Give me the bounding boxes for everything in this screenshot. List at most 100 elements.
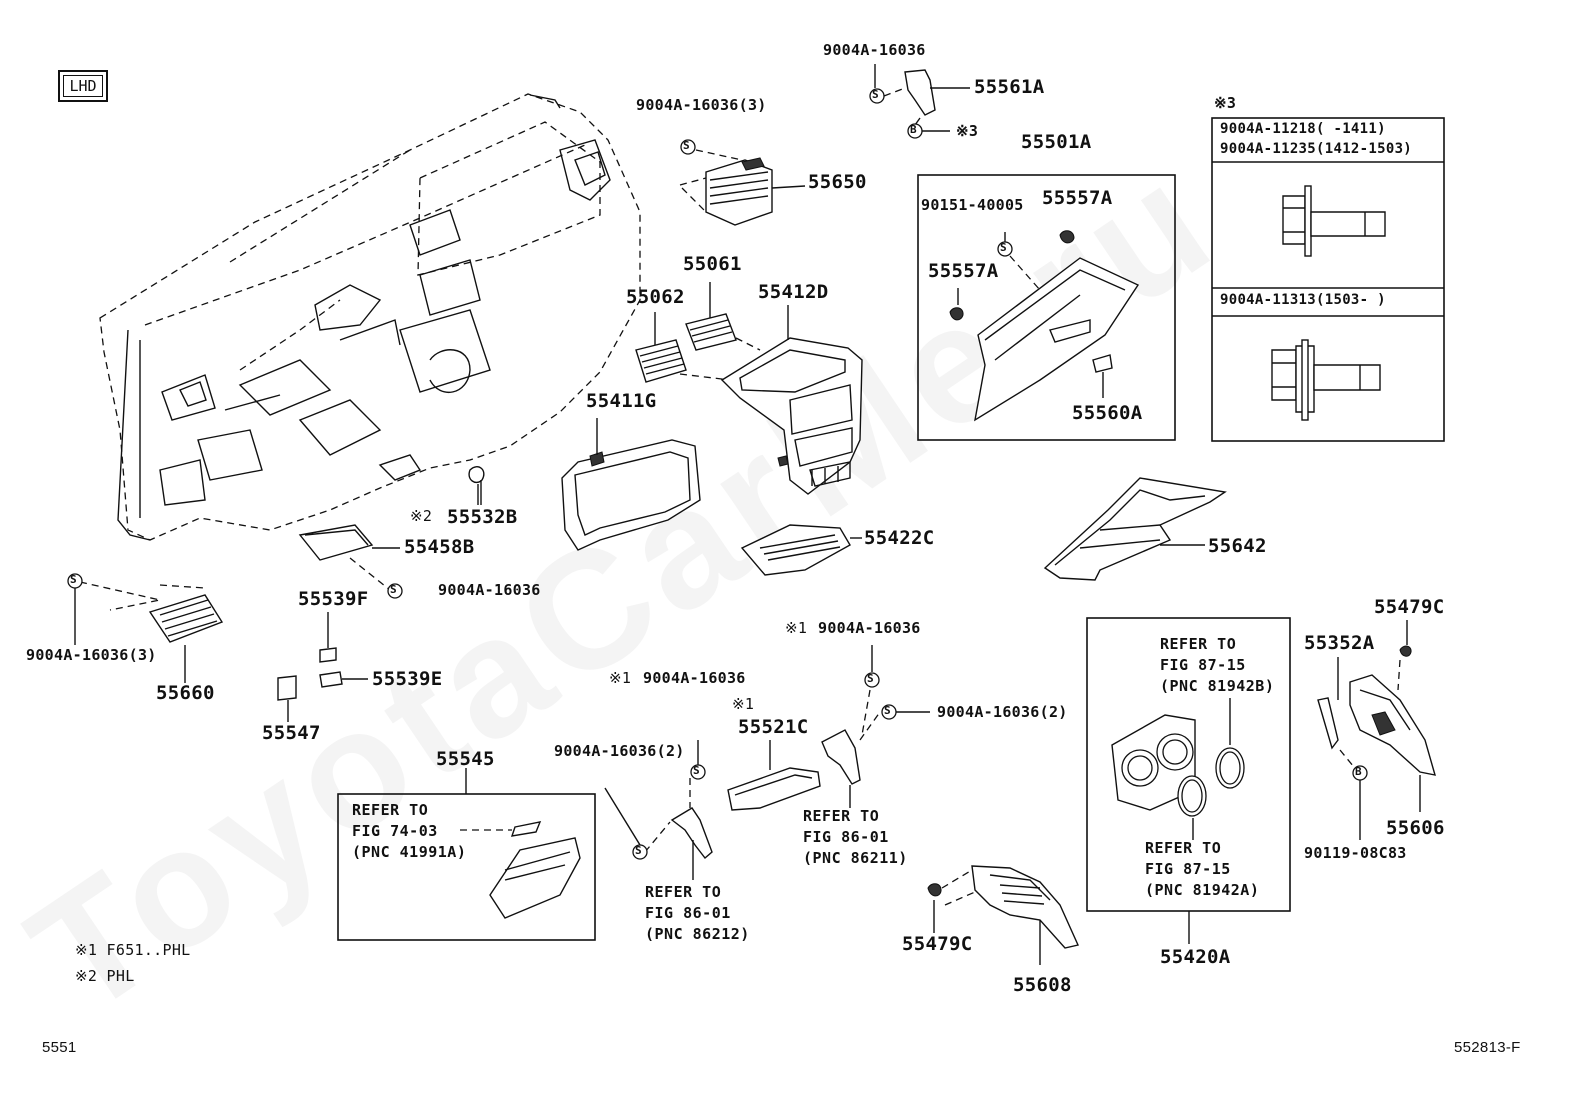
- fastener-label: 9004A-16036(2): [937, 703, 1068, 721]
- screw-symbol-55458B: [387, 583, 403, 599]
- s-symbol-letter: S: [872, 88, 879, 101]
- part-label: 55539F: [298, 588, 369, 610]
- bolt-table-row2: 9004A-11313(1503- ): [1220, 292, 1386, 308]
- part-label: 55557A: [928, 260, 999, 282]
- cluster-55420A: [1111, 698, 1245, 944]
- reference-note-55545: REFER TO FIG 74-03 (PNC 41991A): [352, 801, 467, 861]
- part-label: 55642: [1208, 535, 1267, 557]
- part-label: 55412D: [758, 281, 829, 303]
- screw-symbol-mid-left: [632, 844, 648, 860]
- glovebox-group-box: [917, 174, 1176, 441]
- screw-symbol-55660: [67, 573, 83, 589]
- reference-note-86211: REFER TO FIG 86-01 (PNC 86211): [803, 807, 908, 867]
- mark-label: ※2: [410, 507, 433, 525]
- s-symbol-letter: S: [70, 573, 77, 586]
- mark-label: ※3: [956, 122, 979, 140]
- footnote-1: ※1 F651..PHL: [75, 941, 191, 959]
- bracket-86211: [821, 645, 881, 808]
- part-label: 55545: [436, 748, 495, 770]
- mark-label: ※1: [609, 669, 632, 687]
- fastener-label: 90151-40005: [921, 196, 1024, 214]
- part-label: 55606: [1386, 817, 1445, 839]
- center-panel-55412D: [720, 305, 863, 495]
- mark-label: ※3: [1214, 94, 1237, 112]
- footnote-2: ※2 PHL: [75, 967, 135, 985]
- part-label: 55557A: [1042, 187, 1113, 209]
- screw-symbol-mid-1: [690, 764, 706, 780]
- fastener-label: 9004A-16036(2): [554, 742, 685, 760]
- s-symbol-letter: S: [693, 764, 700, 777]
- s-symbol-letter: S: [867, 672, 874, 685]
- part-label: 55539E: [372, 668, 443, 690]
- part-label: 55608: [1013, 974, 1072, 996]
- fastener-label: 9004A-16036: [823, 41, 926, 59]
- fastener-label: 9004A-16036: [818, 619, 921, 637]
- part-label: 55521C: [738, 716, 809, 738]
- part-label: 55422C: [864, 527, 935, 549]
- bolt-table: [1211, 117, 1445, 442]
- bracket-55561A: [874, 64, 970, 132]
- s-symbol-letter: S: [683, 139, 690, 152]
- bolt-table-row1-line2: 9004A-11235(1412-1503): [1220, 141, 1413, 157]
- vent-55660: [74, 581, 224, 683]
- part-label: 55479C: [1374, 596, 1445, 618]
- s-symbol-letter: S: [635, 844, 642, 857]
- glovebox-55501A: [949, 230, 1140, 422]
- screw-symbol-90151: [997, 241, 1013, 257]
- b-symbol-letter: B: [1355, 765, 1362, 778]
- tray-55458B: [298, 524, 400, 591]
- part-label: 55660: [156, 682, 215, 704]
- meter-hood-55411G: [561, 418, 701, 551]
- vent-55061: [685, 282, 737, 351]
- clips-55539: [277, 612, 368, 722]
- mark-label: ※1: [732, 695, 755, 713]
- part-label: 55061: [683, 253, 742, 275]
- region-tag: LHD: [58, 70, 108, 102]
- reference-note-81942B: REFER TO FIG 87-15 (PNC 81942B): [1160, 635, 1275, 695]
- frame-55642: [1043, 477, 1227, 581]
- pocket-55545: [460, 821, 581, 919]
- s-symbol-letter: S: [884, 704, 891, 717]
- footer-left-code: 5551: [42, 1039, 77, 1056]
- b-symbol-55561A: [907, 123, 923, 139]
- instrument-panel-outline: [99, 93, 641, 541]
- cover-55606: [1317, 620, 1436, 840]
- vent-55062: [635, 312, 687, 383]
- fastener-label: 9004A-16036: [438, 581, 541, 599]
- part-label: 55420A: [1160, 946, 1231, 968]
- s-symbol-letter: S: [390, 583, 397, 596]
- b-symbol-letter: B: [910, 123, 917, 136]
- cover-55608: [927, 865, 1079, 965]
- reference-note-86212: REFER TO FIG 86-01 (PNC 86212): [645, 883, 750, 943]
- part-label: 55501A: [1021, 131, 1092, 153]
- screw-symbol-55650: [680, 139, 696, 155]
- part-label: 55560A: [1072, 402, 1143, 424]
- mark-label: ※1: [785, 619, 808, 637]
- vent-leaders: [679, 337, 761, 381]
- pocket-55521C: [727, 740, 821, 811]
- fastener-label: 9004A-16036: [643, 669, 746, 687]
- panel-55422C: [740, 524, 862, 576]
- part-label: 55411G: [586, 390, 657, 412]
- screw-symbol-mid-2: [864, 672, 880, 688]
- s-symbol-letter: S: [1000, 241, 1007, 254]
- part-label: 55650: [808, 171, 867, 193]
- part-label: 55532B: [447, 506, 518, 528]
- part-label: 55458B: [404, 536, 475, 558]
- footer-right-code: 552813-F: [1454, 1039, 1521, 1056]
- fastener-label: 9004A-16036(3): [636, 96, 767, 114]
- b-symbol-55606: [1352, 765, 1368, 781]
- vent-55650: [679, 149, 806, 226]
- part-label: 55561A: [974, 76, 1045, 98]
- part-label: 55352A: [1304, 632, 1375, 654]
- part-label: 55479C: [902, 933, 973, 955]
- fastener-label: 90119-08C83: [1304, 844, 1407, 862]
- bracket-86212: [604, 740, 713, 880]
- fastener-label: 9004A-16036(3): [26, 646, 157, 664]
- reference-note-81942A: REFER TO FIG 87-15 (PNC 81942A): [1145, 839, 1260, 899]
- part-label: 55547: [262, 722, 321, 744]
- bolt-table-row1-line1: 9004A-11218( -1411): [1220, 121, 1386, 137]
- screw-symbol-55561A: [869, 88, 885, 104]
- part-label: 55062: [626, 286, 685, 308]
